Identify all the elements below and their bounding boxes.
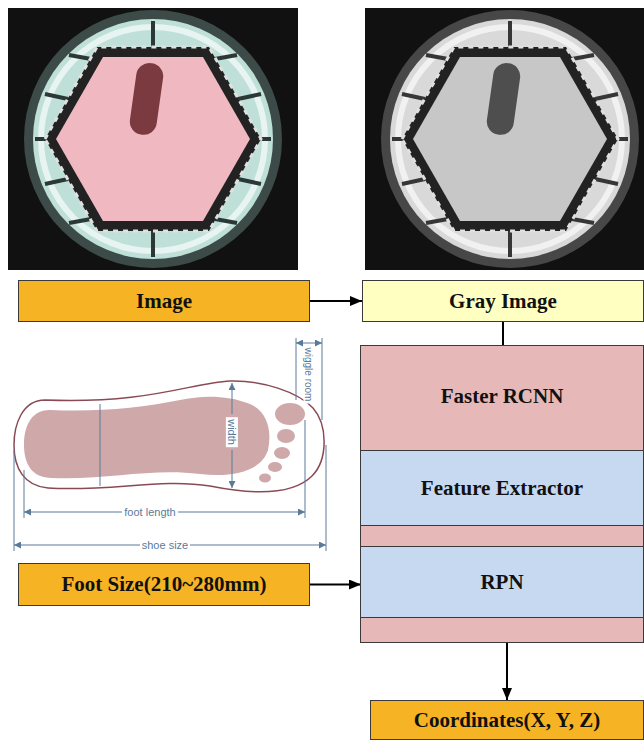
input-box: Foot Size(210~280mm) — [18, 563, 310, 606]
module-band: RPN — [361, 546, 643, 618]
node-label: RPN — [480, 570, 523, 595]
input-box: Image — [18, 280, 310, 322]
block-heading: Faster RCNN — [361, 346, 643, 446]
network-block: Faster RCNN Feature ExtractorRPN — [360, 345, 644, 643]
node-label: Gray Image — [449, 289, 557, 314]
dimension-label: foot length — [122, 506, 177, 518]
dimension-label: shoe size — [140, 539, 190, 551]
flow-arrow — [310, 584, 361, 586]
module-band: Feature Extractor — [361, 450, 643, 526]
flow-arrow — [506, 643, 508, 700]
dimension-label: wiggle room — [303, 345, 314, 403]
flow-arrow — [502, 322, 504, 345]
node-label: Faster RCNN — [441, 384, 564, 409]
node-label: Image — [136, 289, 192, 314]
node-label: Foot Size(210~280mm) — [61, 572, 266, 597]
process-box: Gray Image — [362, 280, 644, 322]
node-label: Feature Extractor — [421, 476, 583, 501]
flow-arrow — [310, 300, 362, 302]
dimension-label: width — [226, 417, 238, 447]
output-box: Coordinates(X, Y, Z) — [370, 700, 644, 740]
node-label: Coordinates(X, Y, Z) — [414, 708, 600, 733]
